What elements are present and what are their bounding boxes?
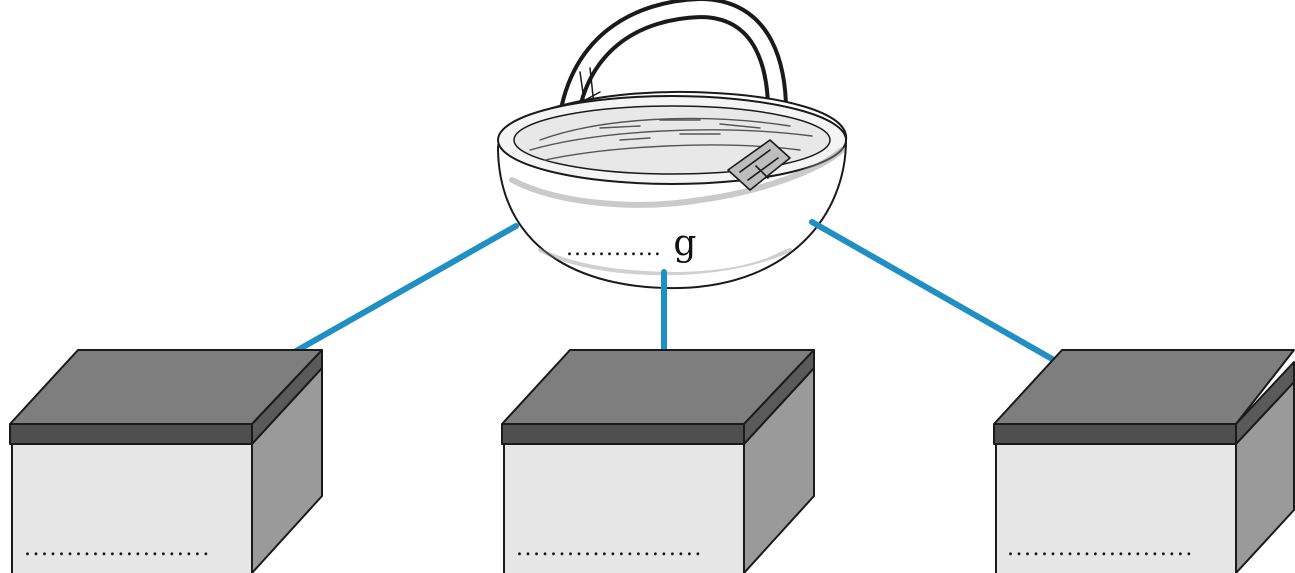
box-3	[993, 349, 1295, 573]
basket-label-patch	[520, 214, 808, 272]
basket-shade	[509, 147, 845, 208]
box-2-front	[503, 443, 745, 573]
arrow-right-shaft	[809, 219, 1099, 387]
box-2-rim	[501, 423, 745, 445]
box-1-front	[11, 443, 253, 573]
box-3-blank: ......................	[1007, 536, 1194, 561]
basket-weight-blank: ............	[566, 236, 662, 261]
box-3-rim	[993, 423, 1237, 445]
box-2	[501, 349, 815, 573]
box-1-blank: ......................	[24, 536, 211, 561]
box-3-front	[995, 443, 1237, 573]
basket-weave	[529, 117, 813, 161]
box-1-rim	[9, 423, 253, 445]
handle-binding-right	[727, 139, 791, 191]
box-2-blank: ......................	[516, 536, 703, 561]
basket-weight-label: ............ g	[566, 226, 696, 262]
basket-weight-unit: g	[673, 223, 697, 264]
basket-illustration	[496, 0, 848, 290]
basket-handle-inner	[559, 1, 785, 157]
box-1	[9, 349, 323, 573]
